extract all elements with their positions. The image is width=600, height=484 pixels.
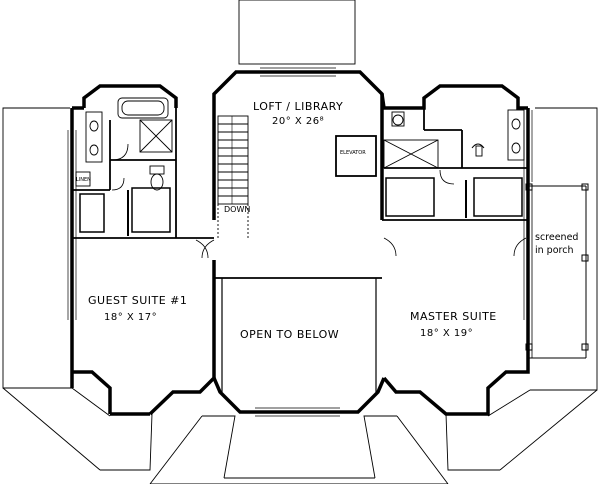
loft-library-dims: 20° X 26⁸ [272, 116, 324, 127]
master-suite-dims: 18° X 19° [420, 328, 473, 339]
door-swings [111, 143, 527, 259]
master-suite-label: MASTER SUITE [410, 310, 497, 323]
master-bath-fixtures [335, 109, 525, 218]
screened-porch [525, 183, 589, 359]
loft-library-label: LOFT / LIBRARY [253, 100, 343, 113]
open-to-below-label: OPEN TO BELOW [240, 328, 339, 341]
exterior-walls [70, 70, 530, 416]
guest-bath-fixtures [75, 97, 173, 236]
window-marks [67, 67, 533, 417]
master-toilet [391, 111, 405, 127]
stair-down-label: DOWN [224, 205, 250, 214]
top-roof-projection [238, 0, 356, 65]
guest-toilet [149, 165, 165, 175]
right-roof [530, 107, 598, 391]
staircase [217, 115, 249, 240]
porch-label-line1: screened [535, 232, 578, 243]
master-vanity [507, 109, 525, 161]
guest-vanity [85, 111, 103, 163]
master-closet-right [473, 177, 523, 217]
bottom-roof [149, 415, 203, 484]
guest-tub [117, 97, 169, 119]
elevator-label: ELEVATOR [340, 150, 366, 156]
master-shower [383, 139, 439, 169]
linen-closet [75, 171, 91, 187]
guest-suite-label: GUEST SUITE #1 [88, 294, 187, 307]
master-closet-left [385, 177, 435, 217]
interior-walls [72, 108, 528, 392]
guest-suite-dims: 18° X 17° [104, 312, 157, 323]
guest-closet-left [79, 193, 105, 233]
left-roof [2, 107, 72, 389]
porch-label-line2: in porch [535, 245, 573, 256]
guest-closet-right [131, 187, 171, 233]
elevator [335, 135, 377, 177]
guest-shower [139, 119, 173, 153]
linen-label: LINEN [76, 177, 91, 183]
